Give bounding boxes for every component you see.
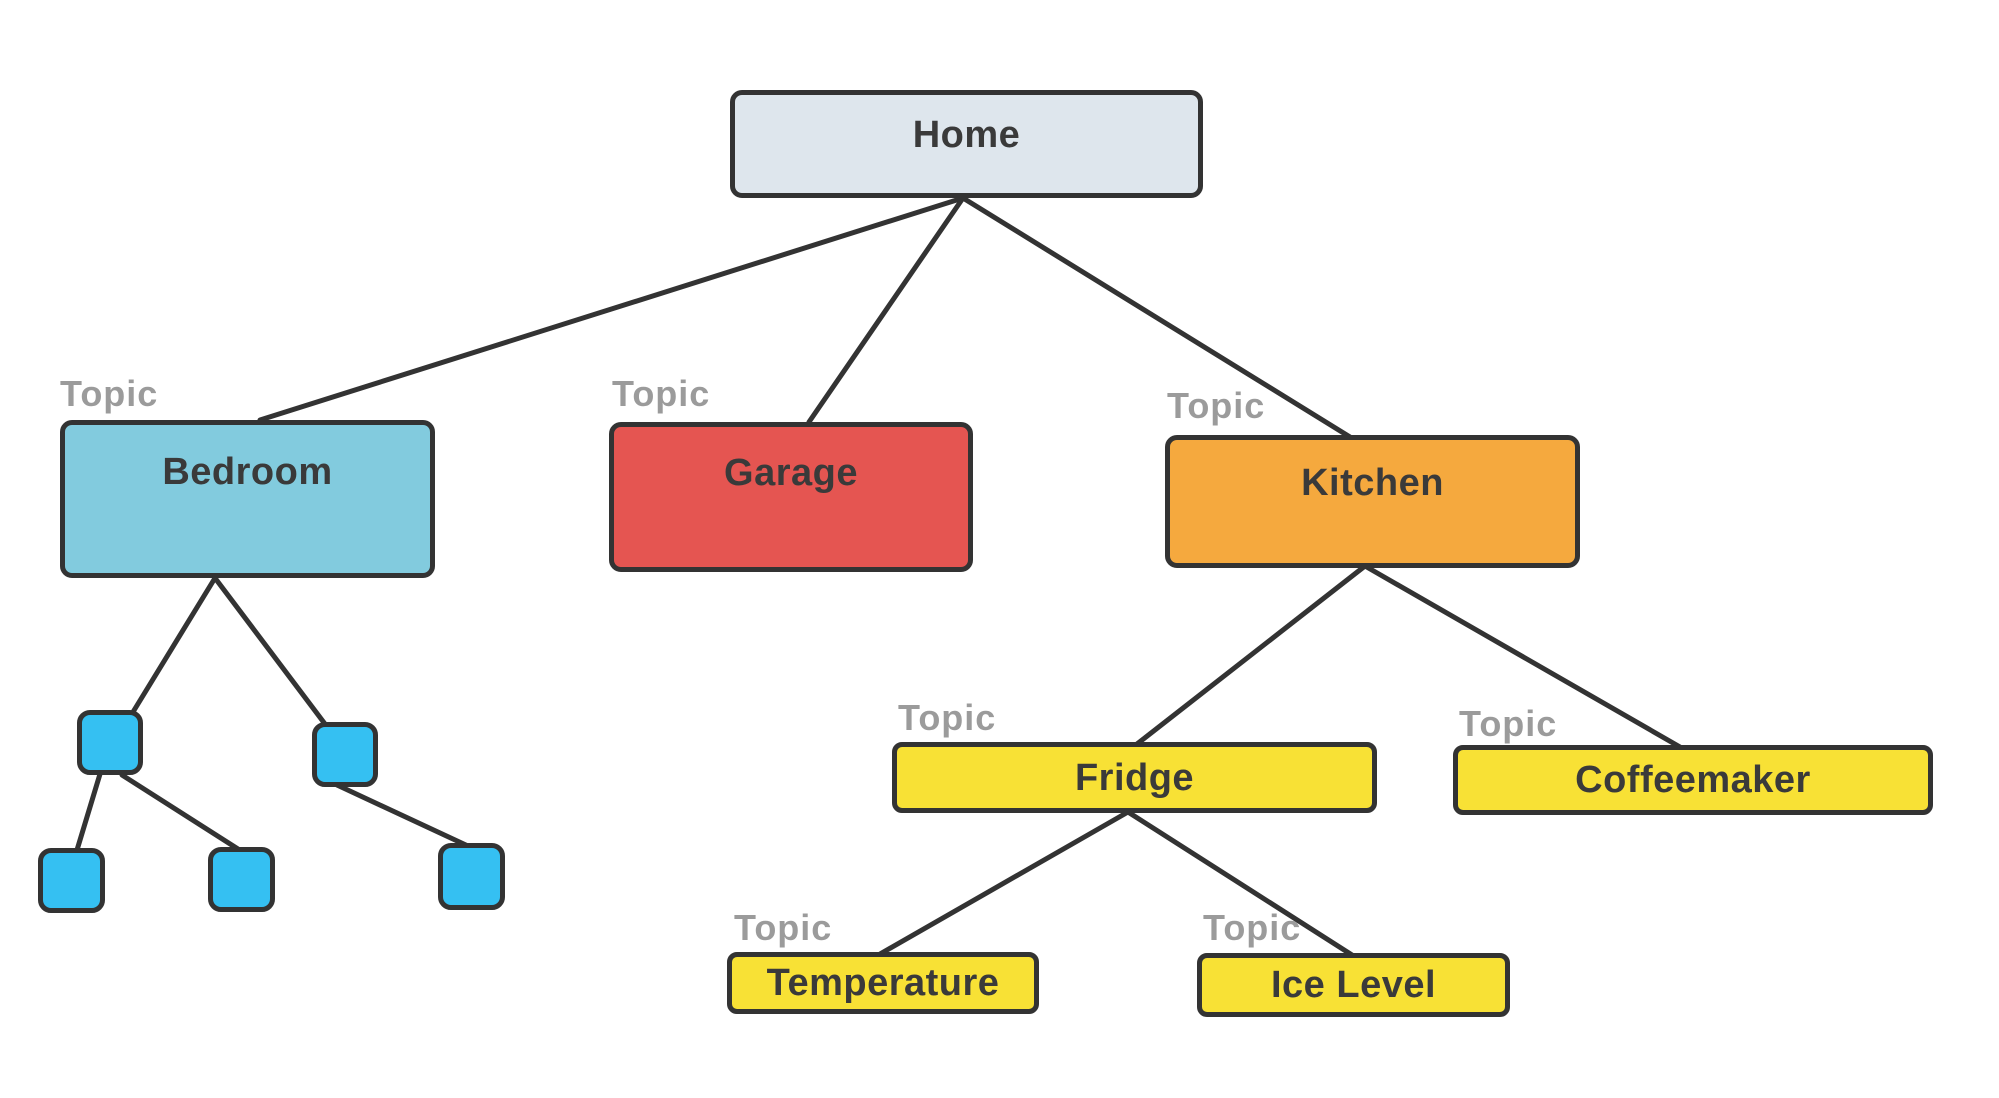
- edge-bedroom-to-leaf-1: [130, 575, 218, 715]
- edge-bedroom-to-leaf-2: [212, 575, 328, 727]
- node-kitchen-label: Kitchen: [1301, 462, 1444, 504]
- node-ice-level-label: Ice Level: [1270, 964, 1437, 1006]
- node-fridge: Fridge: [892, 742, 1377, 813]
- edge-kitchen-to-fridge: [1134, 563, 1368, 747]
- node-temperature-label: Temperature: [766, 962, 1000, 1004]
- node-bedroom-label: Bedroom: [162, 451, 333, 493]
- edge-fridge-to-temperature: [877, 809, 1131, 957]
- edge-leaf-1-to-leaf-4: [119, 772, 241, 852]
- leaf-node-1: [77, 710, 143, 775]
- topic-tag-coffeemaker: Topic: [1459, 703, 1558, 744]
- leaf-node-3: [38, 848, 105, 913]
- topic-tag-ice-level: Topic: [1203, 907, 1302, 948]
- leaf-node-5: [438, 843, 505, 910]
- edge-home-to-bedroom: [257, 195, 966, 423]
- node-garage-label: Garage: [724, 452, 858, 494]
- edge-home-to-kitchen: [960, 195, 1353, 440]
- node-garage: Garage: [609, 422, 973, 572]
- topic-tag-garage: Topic: [612, 373, 711, 414]
- node-fridge-label: Fridge: [1074, 756, 1195, 799]
- edge-home-to-garage: [806, 195, 966, 425]
- topic-tag-fridge: Topic: [898, 697, 997, 738]
- node-kitchen: Kitchen: [1165, 435, 1580, 568]
- edge-kitchen-to-coffeemaker: [1362, 563, 1683, 750]
- leaf-node-2: [312, 722, 378, 787]
- leaf-node-4: [208, 847, 275, 912]
- node-home-label: Home: [912, 114, 1021, 156]
- node-ice-level: Ice Level: [1197, 953, 1510, 1017]
- topic-tag-temperature: Topic: [734, 907, 833, 948]
- edge-leaf-1-to-leaf-3: [74, 771, 103, 853]
- node-coffeemaker-label: Coffeemaker: [1575, 759, 1811, 801]
- node-temperature: Temperature: [727, 952, 1039, 1014]
- topic-tag-kitchen: Topic: [1167, 385, 1266, 426]
- edge-leaf-2-to-leaf-5: [334, 782, 471, 849]
- node-coffeemaker: Coffeemaker: [1453, 745, 1933, 815]
- topic-tag-bedroom: Topic: [60, 373, 159, 414]
- node-home: Home: [730, 90, 1203, 198]
- node-bedroom: Bedroom: [60, 420, 435, 578]
- edge-fridge-to-ice-level: [1125, 809, 1355, 958]
